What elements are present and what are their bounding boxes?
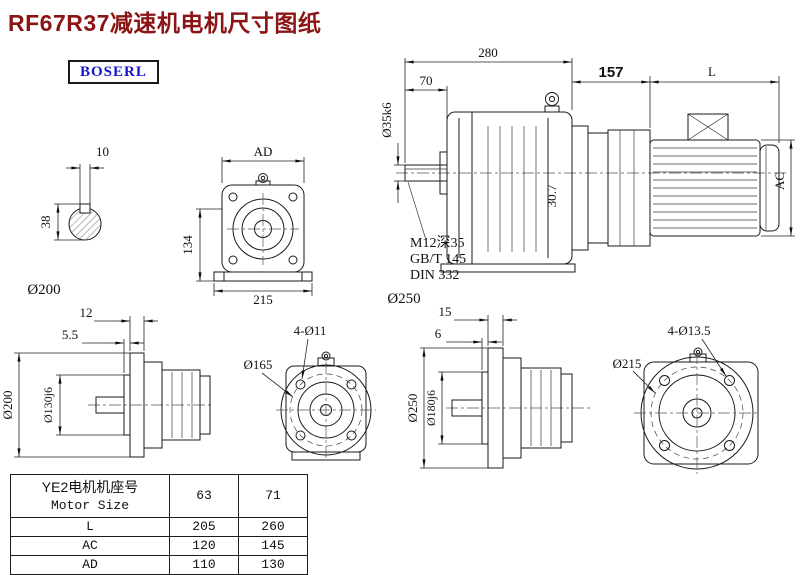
- dim-70-label: 70: [420, 73, 433, 88]
- bolt-holes-11-label: 4-Ø11: [294, 323, 327, 338]
- eyebolt-icon: [255, 173, 271, 186]
- dim-157-label: 157: [598, 64, 623, 81]
- flange-250-group-label: Ø250: [387, 291, 420, 307]
- dim-key-width: 10: [66, 144, 109, 204]
- dim-flange-od-250: Ø250: [405, 347, 488, 469]
- dim-30-7-label: 30.7: [544, 184, 559, 207]
- boserl-logo: BOSERL: [68, 60, 159, 84]
- bolt-holes-13-5-label: 4-Ø13.5: [668, 323, 711, 338]
- lifting-eyebolt-icon: [544, 92, 560, 113]
- bolt-hole: [295, 379, 306, 390]
- dim-flange-od-200-label: Ø200: [0, 391, 15, 420]
- dim-flange-thickness-12: 12: [80, 305, 158, 351]
- dim-134: 134: [180, 208, 222, 282]
- assembly-side-view: 280 70 Ø35k6 157 L: [379, 45, 795, 283]
- dim-15-label: 15: [439, 304, 452, 319]
- bolt-hole: [724, 440, 735, 451]
- tap-hole-note: M12深35 GB/T 145 DIN 332: [407, 181, 466, 283]
- size-table-header-row: YE2电机机座号 Motor Size 63 71: [10, 474, 308, 518]
- dim-L-label: L: [708, 64, 716, 79]
- gearbox-body: [440, 111, 576, 273]
- dim-5-5-label: 5.5: [62, 327, 78, 342]
- motor: [649, 113, 780, 237]
- dim-6-label: 6: [435, 326, 442, 341]
- dim-shaft-diameter-label: Ø35k6: [379, 102, 394, 138]
- dim-shaft-height-label: 38: [38, 216, 53, 229]
- dim-flange-od-250-label: Ø250: [405, 394, 420, 423]
- bolt-hole: [724, 375, 735, 386]
- value-AC-63: 120: [169, 536, 239, 556]
- tap-hole-standard-din: DIN 332: [410, 268, 459, 283]
- label-bolt-holes-11: 4-Ø11: [294, 323, 327, 380]
- bolt-hole: [346, 430, 357, 441]
- dim-AD: AD: [221, 144, 305, 183]
- tap-hole-standard-gb: GB/T 145: [410, 252, 466, 267]
- dim-spigot-depth-5-5: 5.5: [62, 327, 144, 373]
- dim-AC: AC: [761, 139, 795, 237]
- dim-key-width-label: 10: [96, 144, 109, 159]
- dim-L: L: [650, 64, 780, 143]
- page-title: RF67R37减速机电机尺寸图纸: [8, 10, 322, 36]
- dim-flange-thickness-15: 15: [439, 304, 517, 346]
- motor-size-title-en: Motor Size: [50, 498, 129, 513]
- flange-200-front-view: 4-Ø11 Ø165: [244, 323, 376, 461]
- fan-cover: [759, 144, 780, 232]
- param-L: L: [10, 517, 170, 537]
- dim-spigot-dia-130: Ø130j6: [41, 374, 124, 436]
- motor-adapter: [571, 125, 651, 251]
- size-row-L: L 205 260: [10, 517, 308, 537]
- shaft-keyway: [79, 203, 91, 214]
- bolt-hole: [659, 375, 670, 386]
- motor-size-title-cn: YE2电机机座号: [41, 479, 139, 495]
- eyebolt-icon: [693, 347, 703, 357]
- dim-flange-od-200: Ø200: [0, 352, 130, 458]
- dim-70: 70: [405, 73, 448, 150]
- flange-250-side-view: 15 6 Ø250 Ø180j6: [405, 304, 590, 469]
- dim-157: 157: [572, 64, 651, 128]
- motor-size-header-cell: YE2电机机座号 Motor Size: [10, 474, 170, 518]
- terminal-box: [687, 113, 729, 141]
- dim-280-label: 280: [478, 45, 498, 60]
- eyebolt-icon: [321, 351, 331, 361]
- size-row-AC: AC 120 145: [10, 536, 308, 556]
- dim-spigot-dia-180-label: Ø180j6: [424, 390, 438, 426]
- dim-215: 215: [213, 283, 313, 307]
- bolt-circle-165-label: Ø165: [244, 357, 273, 372]
- dim-shaft-height: 38: [38, 203, 85, 241]
- dim-spigot-dia-180: Ø180j6: [424, 371, 482, 445]
- gearbox-foot: [440, 263, 576, 273]
- value-AC-71: 145: [238, 536, 308, 556]
- dim-spigot-depth-6: 6: [435, 326, 502, 370]
- tap-hole-size: M12深35: [410, 235, 464, 251]
- bolt-circle-215-label: Ø215: [613, 356, 642, 371]
- bolt-hole: [659, 440, 670, 451]
- dim-spigot-dia-130-label: Ø130j6: [41, 387, 55, 423]
- motor-size-63: 63: [169, 474, 239, 518]
- dim-134-label: 134: [180, 235, 195, 255]
- gearbox-base: [213, 271, 313, 282]
- dim-AD-label: AD: [254, 144, 273, 159]
- motor-size-table: YE2电机机座号 Motor Size 63 71 L 205 260 AC 1…: [10, 474, 308, 575]
- flange-250-front-view: 4-Ø13.5 Ø215: [613, 323, 760, 474]
- dim-280: 280: [404, 45, 573, 163]
- motor-size-71: 71: [238, 474, 308, 518]
- shaft-section-view: 10 38: [38, 144, 109, 241]
- dim-shaft-diameter: Ø35k6: [379, 102, 405, 203]
- gearbox-front-view: AD 134 215: [180, 144, 313, 307]
- dim-215-label: 215: [253, 292, 273, 307]
- dim-12-label: 12: [80, 305, 93, 320]
- bolt-hole: [346, 379, 357, 390]
- param-AC: AC: [10, 536, 170, 556]
- label-bolt-circle-215: Ø215: [613, 356, 656, 394]
- flange-200-side-view: 12 5.5 Ø200 Ø130j6: [0, 305, 214, 458]
- value-L-71: 260: [238, 517, 308, 537]
- flange-200-group-label: Ø200: [27, 282, 60, 298]
- value-AD-71: 130: [238, 555, 308, 575]
- bolt-hole: [295, 430, 306, 441]
- label-bolt-circle-165: Ø165: [244, 357, 294, 398]
- label-bolt-holes-13-5: 4-Ø13.5: [668, 323, 727, 377]
- dim-AC-label: AC: [772, 172, 787, 190]
- value-L-63: 205: [169, 517, 239, 537]
